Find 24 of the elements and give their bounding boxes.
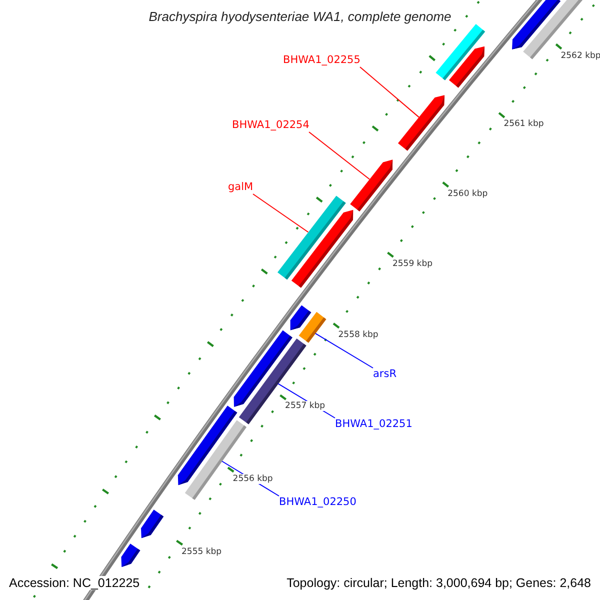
gene-feature <box>398 95 444 151</box>
gene-label: BHWA1_02250 <box>279 496 356 509</box>
scale-label: 2559 kbp <box>391 258 434 269</box>
gene-label: arsR <box>373 368 397 381</box>
map-title: Brachyspira hyodysenteriae WA1, complete genome <box>148 9 452 24</box>
gene-feature <box>350 160 393 212</box>
genome-info-text: Topology: circular; Length: 3,000,694 bp; Genes: 2,648 <box>286 576 591 590</box>
accession-text: Accession: NC_012225 <box>9 576 140 590</box>
gene-bar <box>278 196 346 280</box>
scale-label: 2561 kbp <box>502 119 545 130</box>
scale-label: 2556 kbp <box>232 474 274 484</box>
scale-label: 2558 kbp <box>337 330 380 340</box>
scale-label: 2555 kbp <box>180 546 223 557</box>
gene-label: BHWA1_02251 <box>335 418 412 431</box>
leader-line <box>314 332 374 368</box>
gene-label: BHWA1_02254 <box>232 119 310 132</box>
gene-label: galM <box>228 181 254 194</box>
leader-line <box>252 194 309 233</box>
scale-label: 2562 kbp <box>560 50 600 61</box>
leader-line <box>308 132 370 180</box>
gene-label: BHWA1_02255 <box>283 54 360 67</box>
scale-label: 2557 kbp <box>284 401 326 412</box>
scale-label: 2560 kbp <box>446 188 489 199</box>
leader-line <box>360 66 420 118</box>
